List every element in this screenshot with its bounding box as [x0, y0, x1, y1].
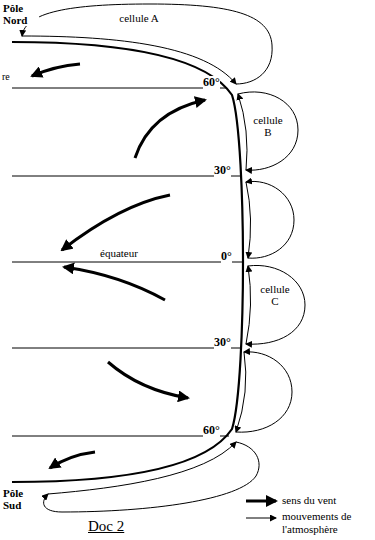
cell-loop: [44, 442, 259, 512]
label-text: re: [2, 71, 10, 82]
legend-item: sens du vent: [282, 494, 370, 507]
label-text: 30°: [214, 164, 231, 177]
wind-arrow: [62, 195, 170, 250]
cell-loop: [236, 352, 292, 432]
latitude-line: [12, 176, 241, 177]
label-text: équateur: [100, 247, 138, 259]
wind-arrow: [50, 452, 95, 468]
cell-loop: [236, 352, 246, 432]
cell-loop: [238, 94, 247, 170]
cell-label-box: cellule A: [118, 12, 160, 24]
earth-outline: [12, 42, 243, 482]
cell-name: cellule C: [257, 283, 293, 307]
map-label: 30°: [214, 332, 231, 350]
cell-loop: [246, 181, 294, 258]
legend-text: mouvements de l'atmosphère: [282, 510, 370, 535]
map-label: 60°: [203, 72, 220, 90]
wind-arrow: [108, 362, 188, 398]
latitude-line: [12, 436, 229, 437]
legend-text: sens du vent: [282, 494, 370, 507]
label-text: 0°: [221, 250, 232, 263]
caption-text: Doc 2: [88, 517, 124, 535]
cell-label-box: cellule B: [250, 114, 286, 138]
label-text: Pôle Sud: [3, 487, 37, 511]
label-text: 30°: [214, 336, 231, 349]
pole-name: Pôle Nord: [3, 2, 39, 28]
label-text: Pôle Nord: [3, 2, 39, 26]
label-text: 60°: [203, 424, 220, 437]
map-label: 60°: [203, 420, 220, 438]
cell-loop: [246, 266, 251, 344]
latitude-line: [12, 88, 227, 89]
map-label: équateur: [100, 243, 138, 261]
cell-loop: [48, 442, 236, 494]
legend-item: mouvements de l'atmosphère: [282, 510, 370, 535]
equator-line: [12, 262, 243, 263]
cell-loop: [246, 265, 305, 344]
legend-flow-sample: [246, 518, 276, 519]
pole-name: Pôle Sud: [3, 487, 37, 513]
map-label: 0°: [221, 246, 232, 264]
cell-loop: [22, 4, 272, 84]
cell-loop: [246, 182, 251, 258]
wind-arrow: [32, 64, 80, 76]
label-text: 60°: [203, 76, 220, 89]
cell-name: cellule A: [118, 12, 160, 24]
caption: Doc 2: [88, 517, 124, 535]
cell-loop: [238, 92, 298, 170]
cell-name: cellule B: [250, 114, 286, 138]
wind-arrow: [135, 100, 205, 158]
cell-label-box: cellule C: [257, 283, 293, 307]
map-label: 30°: [214, 160, 231, 178]
wind-arrow: [64, 267, 165, 300]
map-label: re: [2, 66, 10, 84]
legend-wind-sample: [246, 500, 276, 503]
latitude-line: [12, 348, 241, 349]
